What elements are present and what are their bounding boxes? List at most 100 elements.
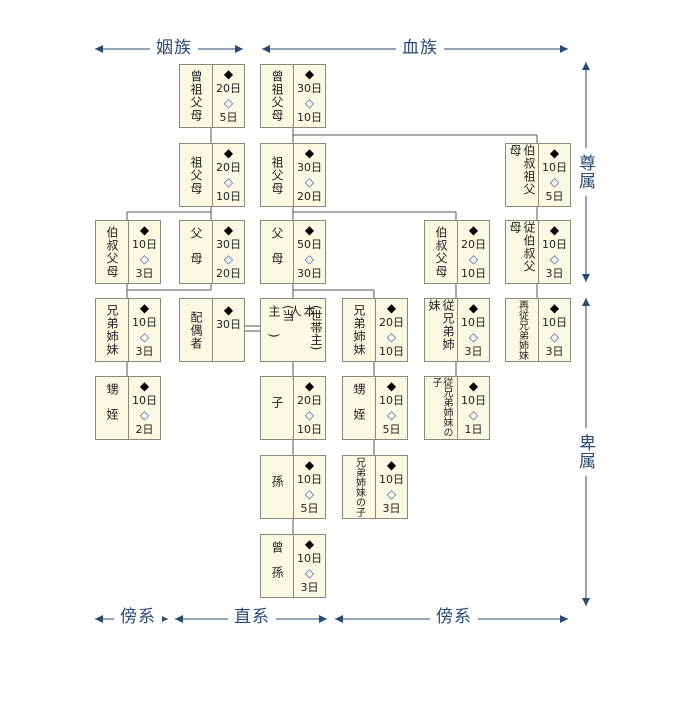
- relative-parents: 父母◆50日◇30日: [260, 220, 326, 284]
- relative-name: 甥姪: [343, 377, 376, 439]
- leave-values: ◆10日◇5日: [376, 377, 407, 439]
- relative-parents-cousins: 従伯叔父母◆10日◇3日: [505, 220, 571, 284]
- open-days: 3日: [135, 345, 154, 358]
- relative-name: 従兄弟姉妹: [425, 299, 458, 361]
- filled-diamond-icon: ◆: [223, 223, 234, 237]
- leave-values: ◆20日◇10日: [213, 144, 244, 206]
- leave-values: ◆30日: [213, 299, 244, 361]
- filled-diamond-icon: ◆: [468, 379, 479, 393]
- axis-collateral-left-label: 傍系: [114, 607, 162, 627]
- open-days: 3日: [300, 581, 319, 594]
- filled-days: 10日: [132, 316, 157, 329]
- filled-diamond-icon: ◆: [386, 301, 397, 315]
- relative-name: 配偶者: [180, 299, 213, 361]
- relative-name: 従兄弟姉妹の子: [425, 377, 458, 439]
- relative-great-grandparents: 曾祖父母◆30日◇10日: [260, 64, 326, 128]
- filled-diamond-icon: ◆: [223, 67, 234, 81]
- open-days: 10日: [461, 267, 486, 280]
- relative-in-uncle-aunt: 伯叔父母◆10日◇3日: [95, 220, 161, 284]
- filled-days: 20日: [461, 238, 486, 251]
- filled-diamond-icon: ◆: [304, 537, 315, 551]
- relative-name: 曾祖父母: [261, 65, 294, 127]
- leave-values: ◆10日◇3日: [539, 299, 570, 361]
- leave-values: ◆10日◇2日: [129, 377, 160, 439]
- arrow-head-icon: [335, 615, 343, 623]
- filled-diamond-icon: ◆: [139, 301, 150, 315]
- leave-values: ◆10日◇3日: [458, 299, 489, 361]
- filled-days: 50日: [297, 238, 322, 251]
- relative-in-parents: 父母◆30日◇20日: [179, 220, 245, 284]
- relative-grandparents: 祖父母◆30日◇20日: [260, 143, 326, 207]
- filled-diamond-icon: ◆: [386, 458, 397, 472]
- relative-name: 父母: [180, 221, 213, 283]
- self-householder-label: (世帯主): [309, 305, 323, 351]
- open-days: 10日: [216, 190, 241, 203]
- filled-diamond-icon: ◆: [223, 303, 234, 317]
- open-diamond-icon: ◇: [223, 175, 234, 189]
- open-days: 10日: [297, 423, 322, 436]
- filled-days: 30日: [297, 161, 322, 174]
- filled-days: 30日: [216, 238, 241, 251]
- leave-values: ◆20日◇10日: [294, 377, 325, 439]
- filled-days: 10日: [132, 394, 157, 407]
- leave-values: ◆10日◇3日: [129, 221, 160, 283]
- axis-blood-label: 血族: [396, 38, 444, 58]
- leave-values: ◆10日◇3日: [539, 221, 570, 283]
- filled-days: 10日: [379, 473, 404, 486]
- open-diamond-icon: ◇: [304, 96, 315, 110]
- relative-name: 祖父母: [180, 144, 213, 206]
- relative-in-great-grandparents: 曾祖父母 ◆20日◇5日: [179, 64, 245, 128]
- filled-diamond-icon: ◆: [468, 301, 479, 315]
- arrow-head-icon: [582, 598, 590, 606]
- filled-diamond-icon: ◆: [139, 223, 150, 237]
- filled-diamond-icon: ◆: [304, 67, 315, 81]
- filled-days: 10日: [297, 473, 322, 486]
- open-diamond-icon: ◇: [304, 487, 315, 501]
- open-diamond-icon: ◇: [139, 330, 150, 344]
- self-label: 本人: [288, 305, 316, 333]
- open-days: 5日: [219, 111, 238, 124]
- leave-values: ◆20日◇10日: [376, 299, 407, 361]
- open-diamond-icon: ◇: [304, 566, 315, 580]
- relative-in-siblings: 兄弟姉妹 ◆10日◇3日: [95, 298, 161, 362]
- filled-diamond-icon: ◆: [549, 223, 560, 237]
- arrow-head-icon: [319, 615, 327, 623]
- arrow-head-icon: [582, 274, 590, 282]
- open-days: 20日: [216, 267, 241, 280]
- relative-name: 甥姪: [96, 377, 129, 439]
- leave-values: ◆10日◇3日: [376, 456, 407, 518]
- arrow-head-icon: [560, 615, 568, 623]
- axis-collateral-right-label: 傍系: [430, 607, 478, 627]
- relative-name: 父母: [261, 221, 294, 283]
- open-diamond-icon: ◇: [468, 330, 479, 344]
- relative-name: 兄弟姉妹: [96, 299, 129, 361]
- relative-name: 子: [261, 377, 294, 439]
- leave-values: ◆10日◇5日: [294, 456, 325, 518]
- open-diamond-icon: ◇: [304, 252, 315, 266]
- filled-diamond-icon: ◆: [223, 146, 234, 160]
- open-diamond-icon: ◇: [304, 408, 315, 422]
- filled-days: 10日: [542, 161, 567, 174]
- filled-days: 20日: [216, 82, 241, 95]
- relative-name: 曾祖父母: [180, 65, 213, 127]
- relative-name: 伯叔父母: [96, 221, 129, 283]
- leave-values: ◆10日◇5日: [539, 144, 570, 206]
- open-diamond-icon: ◇: [223, 96, 234, 110]
- leave-values: ◆30日◇20日: [294, 144, 325, 206]
- arrow-head-icon: [95, 45, 103, 53]
- filled-days: 10日: [132, 238, 157, 251]
- open-days: 3日: [382, 502, 401, 515]
- filled-days: 10日: [461, 316, 486, 329]
- open-diamond-icon: ◇: [549, 330, 560, 344]
- filled-days: 10日: [379, 394, 404, 407]
- filled-days: 10日: [542, 238, 567, 251]
- filled-diamond-icon: ◆: [549, 146, 560, 160]
- open-days: 1日: [464, 423, 483, 436]
- open-days: 10日: [379, 345, 404, 358]
- open-diamond-icon: ◇: [304, 175, 315, 189]
- relative-in-nephew-niece: 甥姪◆10日◇2日: [95, 376, 161, 440]
- filled-diamond-icon: ◆: [304, 146, 315, 160]
- filled-days: 10日: [542, 316, 567, 329]
- open-days: 3日: [135, 267, 154, 280]
